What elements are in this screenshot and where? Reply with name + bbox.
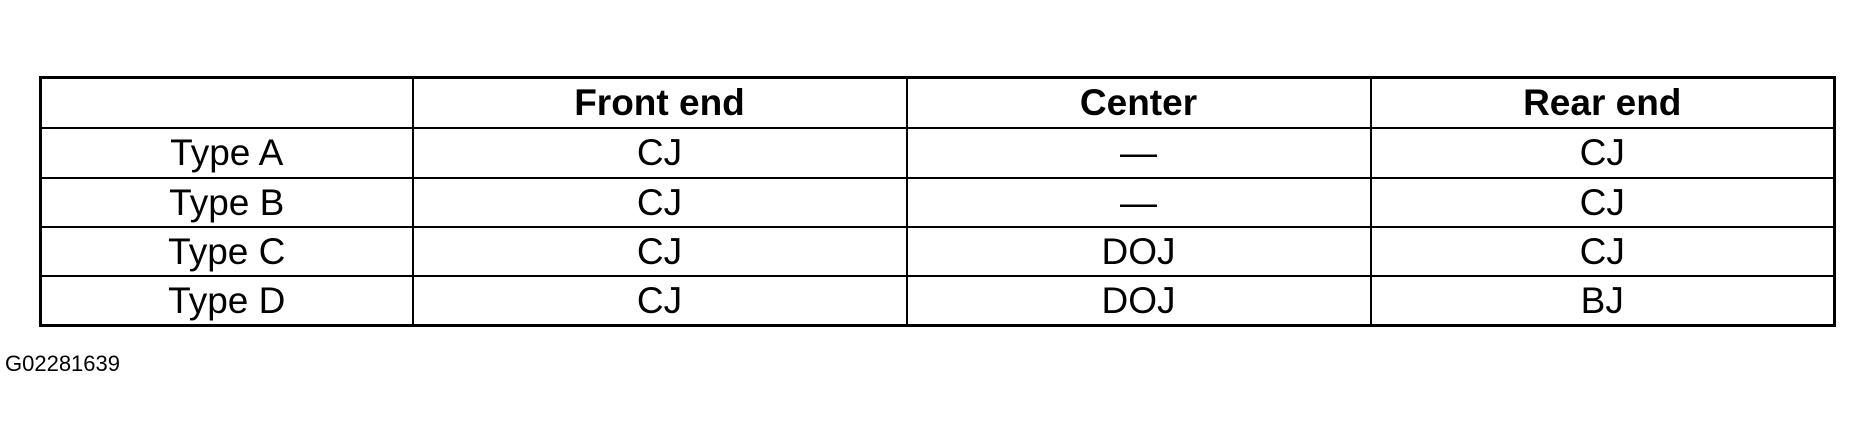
header-cell-front-end: Front end: [411, 76, 908, 129]
table-cell: —: [905, 177, 1372, 228]
header-cell-rear-end: Rear end: [1369, 76, 1836, 129]
joint-type-table: Front end Center Rear end Type A CJ — CJ…: [39, 76, 1836, 327]
table-cell: CJ: [1369, 226, 1836, 277]
row-label: Type D: [39, 275, 414, 327]
header-cell-center: Center: [905, 76, 1372, 129]
row-label: Type B: [39, 177, 414, 228]
table-cell: CJ: [1369, 127, 1836, 179]
table-cell: DOJ: [905, 275, 1372, 327]
table-cell: BJ: [1369, 275, 1836, 327]
table-cell: CJ: [411, 177, 908, 228]
table-cell: CJ: [411, 127, 908, 179]
table-row: Type D CJ DOJ BJ: [39, 275, 1836, 327]
table-header-row: Front end Center Rear end: [39, 76, 1836, 129]
table-row: Type A CJ — CJ: [39, 127, 1836, 179]
table-row: Type C CJ DOJ CJ: [39, 226, 1836, 277]
row-label: Type C: [39, 226, 414, 277]
table-cell: DOJ: [905, 226, 1372, 277]
row-label: Type A: [39, 127, 414, 179]
figure-reference-code: G02281639: [5, 351, 120, 376]
table-cell: CJ: [411, 226, 908, 277]
table-cell: CJ: [411, 275, 908, 327]
table-cell: CJ: [1369, 177, 1836, 228]
header-cell-empty: [39, 76, 414, 129]
table-row: Type B CJ — CJ: [39, 177, 1836, 228]
table-cell: —: [905, 127, 1372, 179]
